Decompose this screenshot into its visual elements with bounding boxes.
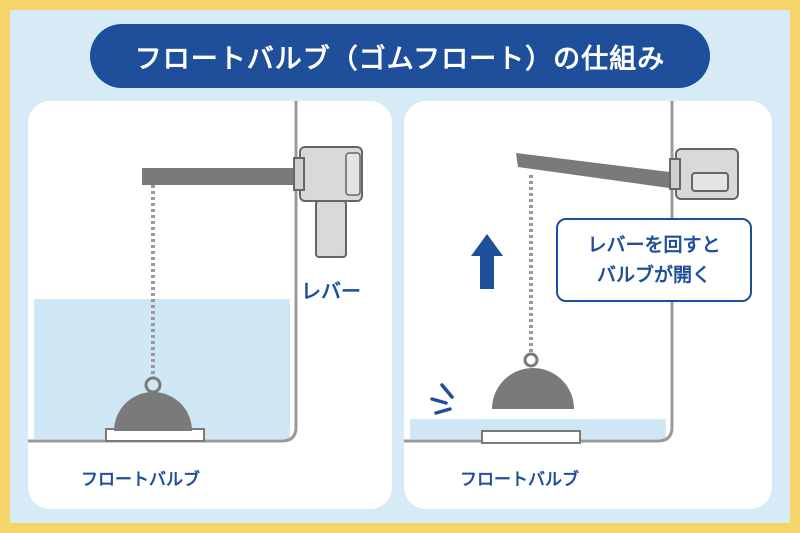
float-valve-lifted bbox=[492, 368, 574, 409]
diagram-title: フロートバルブ（ゴムフロート）の仕組み bbox=[90, 24, 710, 88]
open-state-illustration bbox=[404, 101, 739, 444]
float-valve-label: フロートバルブ bbox=[460, 470, 579, 490]
valve-seat bbox=[481, 430, 581, 444]
motion-lines-icon bbox=[430, 383, 454, 415]
float-valve bbox=[114, 392, 192, 431]
callout-line-2: バルブが開く bbox=[596, 264, 711, 286]
lever-label: レバー bbox=[301, 279, 361, 303]
chain-ring bbox=[523, 352, 539, 368]
tank-water-low bbox=[410, 419, 666, 439]
lever-handle-collar bbox=[669, 158, 681, 190]
lever-arm bbox=[142, 168, 302, 185]
float-valve-label: フロートバルブ bbox=[81, 470, 200, 490]
panel-closed-state: レバー フロートバルブ bbox=[28, 101, 392, 509]
open-instruction-callout: レバーを回すと バルブが開く bbox=[556, 218, 752, 302]
up-arrow-icon bbox=[471, 234, 503, 289]
closed-state-illustration bbox=[28, 101, 363, 443]
tank-wall bbox=[404, 101, 674, 443]
panel-open-state: レバーを回すと バルブが開く フロートバルブ bbox=[404, 101, 772, 509]
tank-wall bbox=[28, 101, 298, 443]
lever-handle-cap bbox=[345, 152, 361, 196]
lever-stem bbox=[315, 200, 347, 258]
callout-line-1: レバーを回すと bbox=[587, 234, 721, 256]
lever-handle-collar bbox=[293, 157, 305, 191]
lever-arm-tilted bbox=[516, 153, 678, 189]
lever-stem-turned bbox=[691, 172, 729, 192]
